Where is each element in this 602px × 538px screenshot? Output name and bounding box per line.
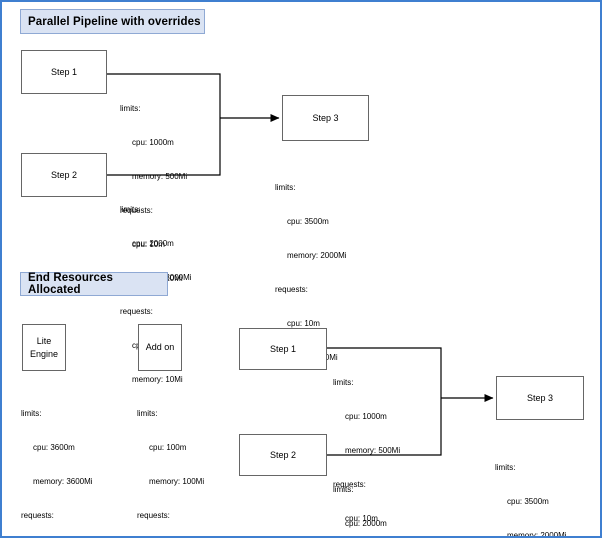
limits-label: limits: bbox=[495, 462, 516, 472]
node-top-step-1[interactable]: Step 1 bbox=[21, 50, 107, 94]
node-bottom-step-3[interactable]: Step 3 bbox=[496, 376, 584, 420]
requests-cpu: cpu: 10m bbox=[287, 319, 320, 329]
node-bottom-step-1[interactable]: Step 1 bbox=[239, 328, 327, 370]
banner-end-resources-allocated: End Resources Allocated bbox=[20, 272, 168, 296]
limits-cpu: cpu: 2000m bbox=[345, 518, 387, 528]
requests-label: requests: bbox=[275, 284, 308, 294]
node-add-on-label: Add on bbox=[145, 342, 175, 353]
node-top-step-3[interactable]: Step 3 bbox=[282, 95, 369, 141]
resources-bottom-step-2: limits: cpu: 2000m memory: 3000Mi reques… bbox=[333, 461, 405, 536]
limits-cpu: cpu: 1000m bbox=[345, 411, 387, 421]
limits-memory: memory: 3600Mi bbox=[33, 476, 93, 486]
limits-label: limits: bbox=[137, 408, 158, 418]
limits-cpu: cpu: 3600m bbox=[33, 442, 75, 452]
node-top-step-2-label: Step 2 bbox=[50, 169, 78, 180]
limits-memory: memory: 2000Mi bbox=[507, 530, 567, 538]
node-bottom-step-3-label: Step 3 bbox=[526, 392, 554, 403]
limits-label: limits: bbox=[120, 103, 141, 113]
resources-bottom-step-1: limits: cpu: 1000m memory: 500Mi request… bbox=[333, 354, 401, 536]
node-top-step-1-label: Step 1 bbox=[50, 66, 78, 77]
node-bottom-step-1-label: Step 1 bbox=[269, 343, 297, 354]
resources-bottom-step-3: limits: cpu: 3500m memory: 2000Mi reques… bbox=[495, 439, 567, 538]
requests-memory: memory: 10Mi bbox=[132, 375, 183, 385]
node-bottom-step-2[interactable]: Step 2 bbox=[239, 434, 327, 476]
node-add-on[interactable]: Add on bbox=[138, 324, 182, 371]
limits-cpu: cpu: 2000m bbox=[132, 238, 174, 248]
resources-add-on: limits: cpu: 100m memory: 100Mi requests… bbox=[137, 385, 205, 536]
limits-label: limits: bbox=[120, 204, 141, 214]
banner-end-resources-allocated-label: End Resources Allocated bbox=[28, 272, 114, 296]
limits-memory: memory: 500Mi bbox=[345, 445, 401, 455]
limits-label: limits: bbox=[333, 377, 354, 387]
requests-cpu: cpu: 10m bbox=[345, 514, 378, 524]
resources-lite-engine: limits: cpu: 3600m memory: 3600Mi reques… bbox=[21, 385, 93, 536]
requests-label: requests: bbox=[137, 510, 170, 520]
limits-memory: memory: 100Mi bbox=[149, 476, 205, 486]
limits-cpu: cpu: 3500m bbox=[287, 216, 329, 226]
requests-label: requests: bbox=[120, 205, 153, 215]
banner-parallel-pipeline-label: Parallel Pipeline with overrides bbox=[28, 15, 201, 28]
node-lite-engine[interactable]: Lite Engine bbox=[22, 324, 66, 371]
limits-memory: memory: 2000Mi bbox=[287, 250, 347, 260]
limits-cpu: cpu: 3500m bbox=[507, 496, 549, 506]
node-bottom-step-2-label: Step 2 bbox=[269, 449, 297, 460]
requests-label: requests: bbox=[333, 479, 366, 489]
node-lite-engine-label: Lite Engine bbox=[29, 336, 59, 359]
limits-label: limits: bbox=[333, 484, 354, 494]
limits-cpu: cpu: 1000m bbox=[132, 137, 174, 147]
limits-cpu: cpu: 100m bbox=[149, 442, 187, 452]
limits-label: limits: bbox=[21, 408, 42, 418]
requests-label: requests: bbox=[21, 510, 54, 520]
requests-cpu: cpu: 10m bbox=[132, 240, 165, 250]
limits-memory: memory: 500Mi bbox=[132, 171, 188, 181]
node-top-step-3-label: Step 3 bbox=[312, 112, 339, 123]
requests-label: requests: bbox=[120, 306, 153, 316]
node-top-step-2[interactable]: Step 2 bbox=[21, 153, 107, 197]
banner-parallel-pipeline: Parallel Pipeline with overrides bbox=[20, 9, 205, 34]
limits-label: limits: bbox=[275, 182, 296, 192]
